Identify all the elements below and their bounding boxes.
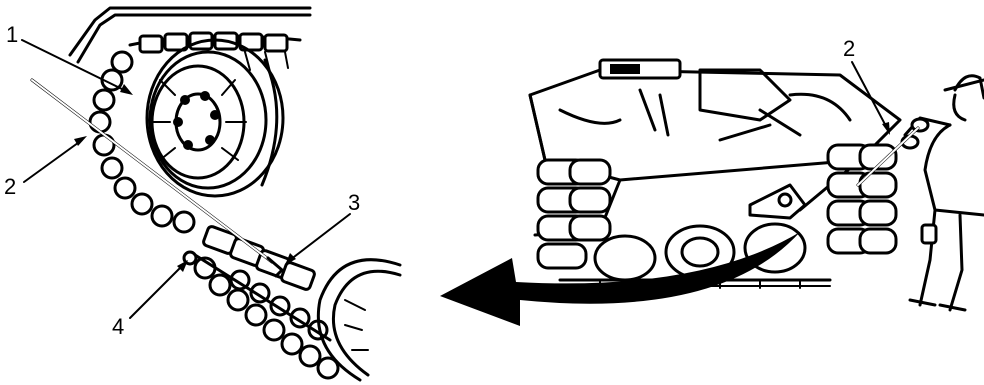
tow-hook [750,185,805,218]
separated-track-section [195,225,338,378]
callout-4: 4 [112,260,188,339]
track-around-sprocket [90,52,194,232]
callout-label: 2 [4,174,16,199]
callout-label: 4 [112,314,124,339]
callout-label: 3 [348,190,360,215]
operator-figure [902,76,984,310]
callout-label: 1 [6,22,18,47]
callout-label: 2 [843,36,855,61]
callout-3: 3 [285,190,360,265]
right-panel-vehicle: 2 [530,36,984,310]
vehicle-track-left [538,160,610,268]
vehicle-track-right [828,145,896,253]
drive-sprocket [147,40,283,196]
left-panel-track-detail: 1 2 3 4 [4,8,400,380]
callout-2-left: 2 [4,136,87,199]
